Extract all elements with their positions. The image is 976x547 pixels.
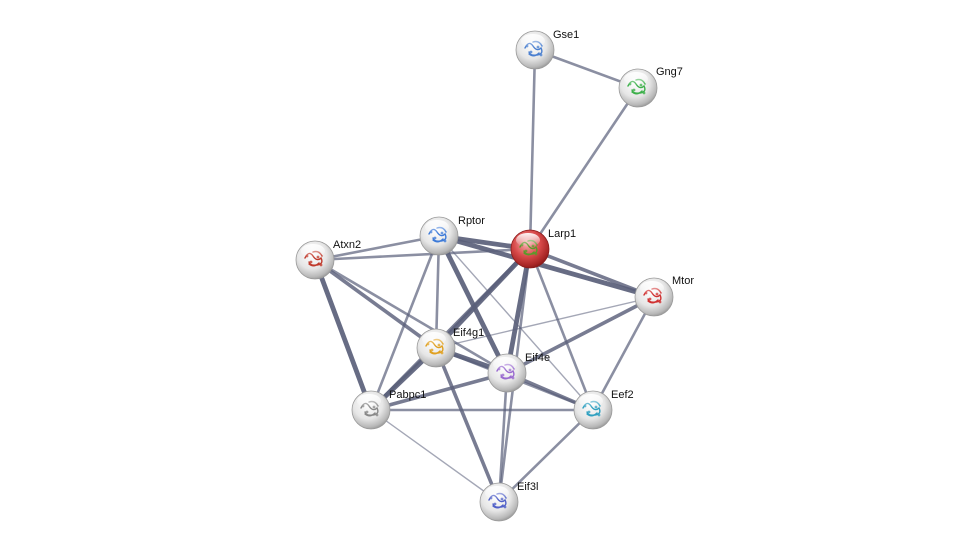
node-label: Eif3l — [517, 481, 538, 493]
edge-larp1-eef2[interactable] — [528, 247, 595, 412]
sphere-highlight — [624, 72, 648, 86]
sphere-highlight — [493, 357, 517, 371]
node-label: Eef2 — [611, 389, 634, 401]
sphere-highlight — [422, 332, 446, 346]
node-rptor[interactable]: Rptor — [419, 215, 485, 256]
node-label: Gng7 — [656, 66, 683, 78]
edge-eif4e-pabpc1[interactable] — [369, 371, 509, 412]
sphere-highlight — [521, 34, 545, 48]
node-eif4e[interactable]: Eif4e — [487, 352, 550, 393]
edge-gse1-larp1[interactable] — [528, 48, 537, 251]
edge-mtor-eif4g1[interactable] — [435, 296, 655, 349]
sphere-highlight — [301, 244, 325, 258]
node-label: Gse1 — [553, 29, 579, 41]
node-eif4g1[interactable]: Eif4g1 — [416, 327, 484, 368]
node-atxn2[interactable]: Atxn2 — [295, 239, 361, 280]
edge-larp1-mtor[interactable] — [528, 247, 656, 299]
edge-pabpc1-eif3l[interactable] — [370, 409, 500, 503]
edge-eif4e-eif3l[interactable] — [497, 371, 509, 504]
node-label: Pabpc1 — [389, 389, 426, 401]
edge-atxn2-pabpc1[interactable] — [312, 257, 374, 413]
node-eef2[interactable]: Eef2 — [573, 389, 634, 430]
nodes-layer: Gse1Gng7RptorLarp1Atxn2MtorEif4g1Eif4ePa… — [295, 29, 694, 522]
node-eif3l[interactable]: Eif3l — [479, 481, 538, 522]
node-gng7[interactable]: Gng7 — [618, 66, 683, 108]
node-label: Atxn2 — [333, 239, 361, 251]
node-label: Eif4g1 — [453, 327, 484, 339]
node-label: Rptor — [458, 215, 485, 227]
sphere-highlight — [640, 281, 664, 295]
sphere-highlight — [425, 220, 449, 234]
sphere-highlight — [357, 394, 381, 408]
node-larp1[interactable]: Larp1 — [510, 228, 576, 269]
edge-eef2-eif3l[interactable] — [497, 408, 595, 504]
sphere-highlight — [516, 233, 540, 247]
edges-layer — [312, 48, 657, 504]
sphere-highlight — [579, 394, 603, 408]
sphere-highlight — [485, 486, 509, 500]
edge-eif4g1-eif3l[interactable] — [434, 346, 501, 504]
edge-atxn2-rptor[interactable] — [313, 234, 441, 262]
node-pabpc1[interactable]: Pabpc1 — [351, 389, 426, 430]
edge-mtor-eif4e[interactable] — [505, 295, 656, 375]
edge-atxn2-eif4e[interactable] — [313, 258, 509, 375]
edge-atxn2-eif4g1[interactable] — [313, 258, 438, 350]
edge-gng7-larp1[interactable] — [528, 86, 640, 251]
node-mtor[interactable]: Mtor — [634, 275, 694, 317]
edge-rptor-mtor[interactable] — [436, 233, 657, 300]
node-label: Eif4e — [525, 352, 550, 364]
node-gse1[interactable]: Gse1 — [515, 29, 579, 70]
node-label: Larp1 — [548, 228, 576, 240]
edge-mtor-eef2[interactable] — [591, 295, 656, 412]
node-label: Mtor — [672, 275, 694, 287]
edge-rptor-pabpc1[interactable] — [369, 234, 441, 412]
